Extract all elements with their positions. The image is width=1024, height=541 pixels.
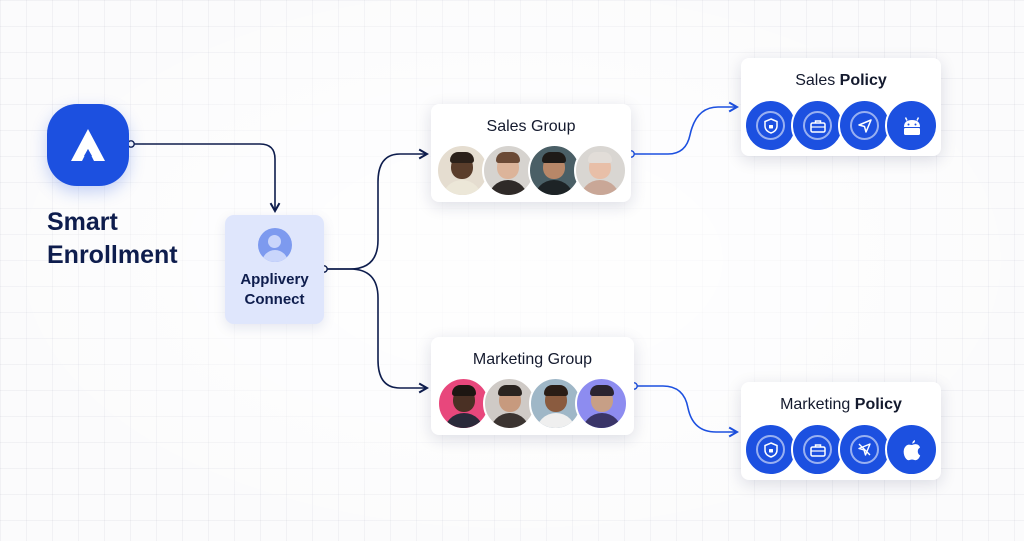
android-icon	[885, 99, 938, 152]
marketing-policy-icons	[741, 423, 941, 476]
sales-policy-card[interactable]: Sales Policy	[741, 58, 941, 156]
wire-connect-to-sales	[324, 148, 430, 270]
applivery-logo	[47, 104, 129, 186]
marketing-group-card[interactable]: Marketing Group	[431, 337, 634, 435]
wire-sales-to-policy	[631, 101, 740, 155]
user-avatar-icon	[257, 228, 292, 262]
member-avatar	[527, 144, 581, 197]
applivery-a-icon	[71, 129, 105, 161]
sales-group-card[interactable]: Sales Group	[431, 104, 631, 202]
sales-policy-title: Sales Policy	[795, 72, 887, 89]
connect-label: Applivery Connect	[240, 271, 309, 308]
shield-lock-icon	[744, 99, 797, 152]
wire-marketing-to-policy	[634, 385, 740, 438]
page-title: Smart Enrollment	[47, 208, 178, 269]
marketing-group-avatars	[431, 377, 634, 430]
member-avatar	[481, 144, 535, 197]
marketing-policy-title: Marketing Policy	[780, 396, 902, 413]
briefcase-icon	[791, 423, 844, 476]
no-location-icon	[838, 423, 891, 476]
navigation-arrow-icon	[838, 99, 891, 152]
sales-policy-icons	[741, 99, 941, 152]
marketing-group-title: Marketing Group	[472, 351, 593, 368]
shield-lock-icon	[744, 423, 797, 476]
member-avatar	[573, 144, 627, 197]
wire-logo-to-connect	[131, 143, 281, 214]
sales-group-avatars	[431, 144, 631, 197]
apple-icon	[885, 423, 938, 476]
member-avatar	[575, 377, 628, 430]
member-avatar	[529, 377, 582, 430]
applivery-connect-card[interactable]: Applivery Connect	[225, 215, 324, 324]
member-avatar	[483, 377, 536, 430]
marketing-policy-card[interactable]: Marketing Policy	[741, 382, 941, 480]
wire-connect-to-marketing	[324, 268, 430, 394]
member-avatar	[437, 377, 490, 430]
member-avatar	[435, 144, 489, 197]
sales-group-title: Sales Group	[486, 118, 576, 135]
briefcase-icon	[791, 99, 844, 152]
